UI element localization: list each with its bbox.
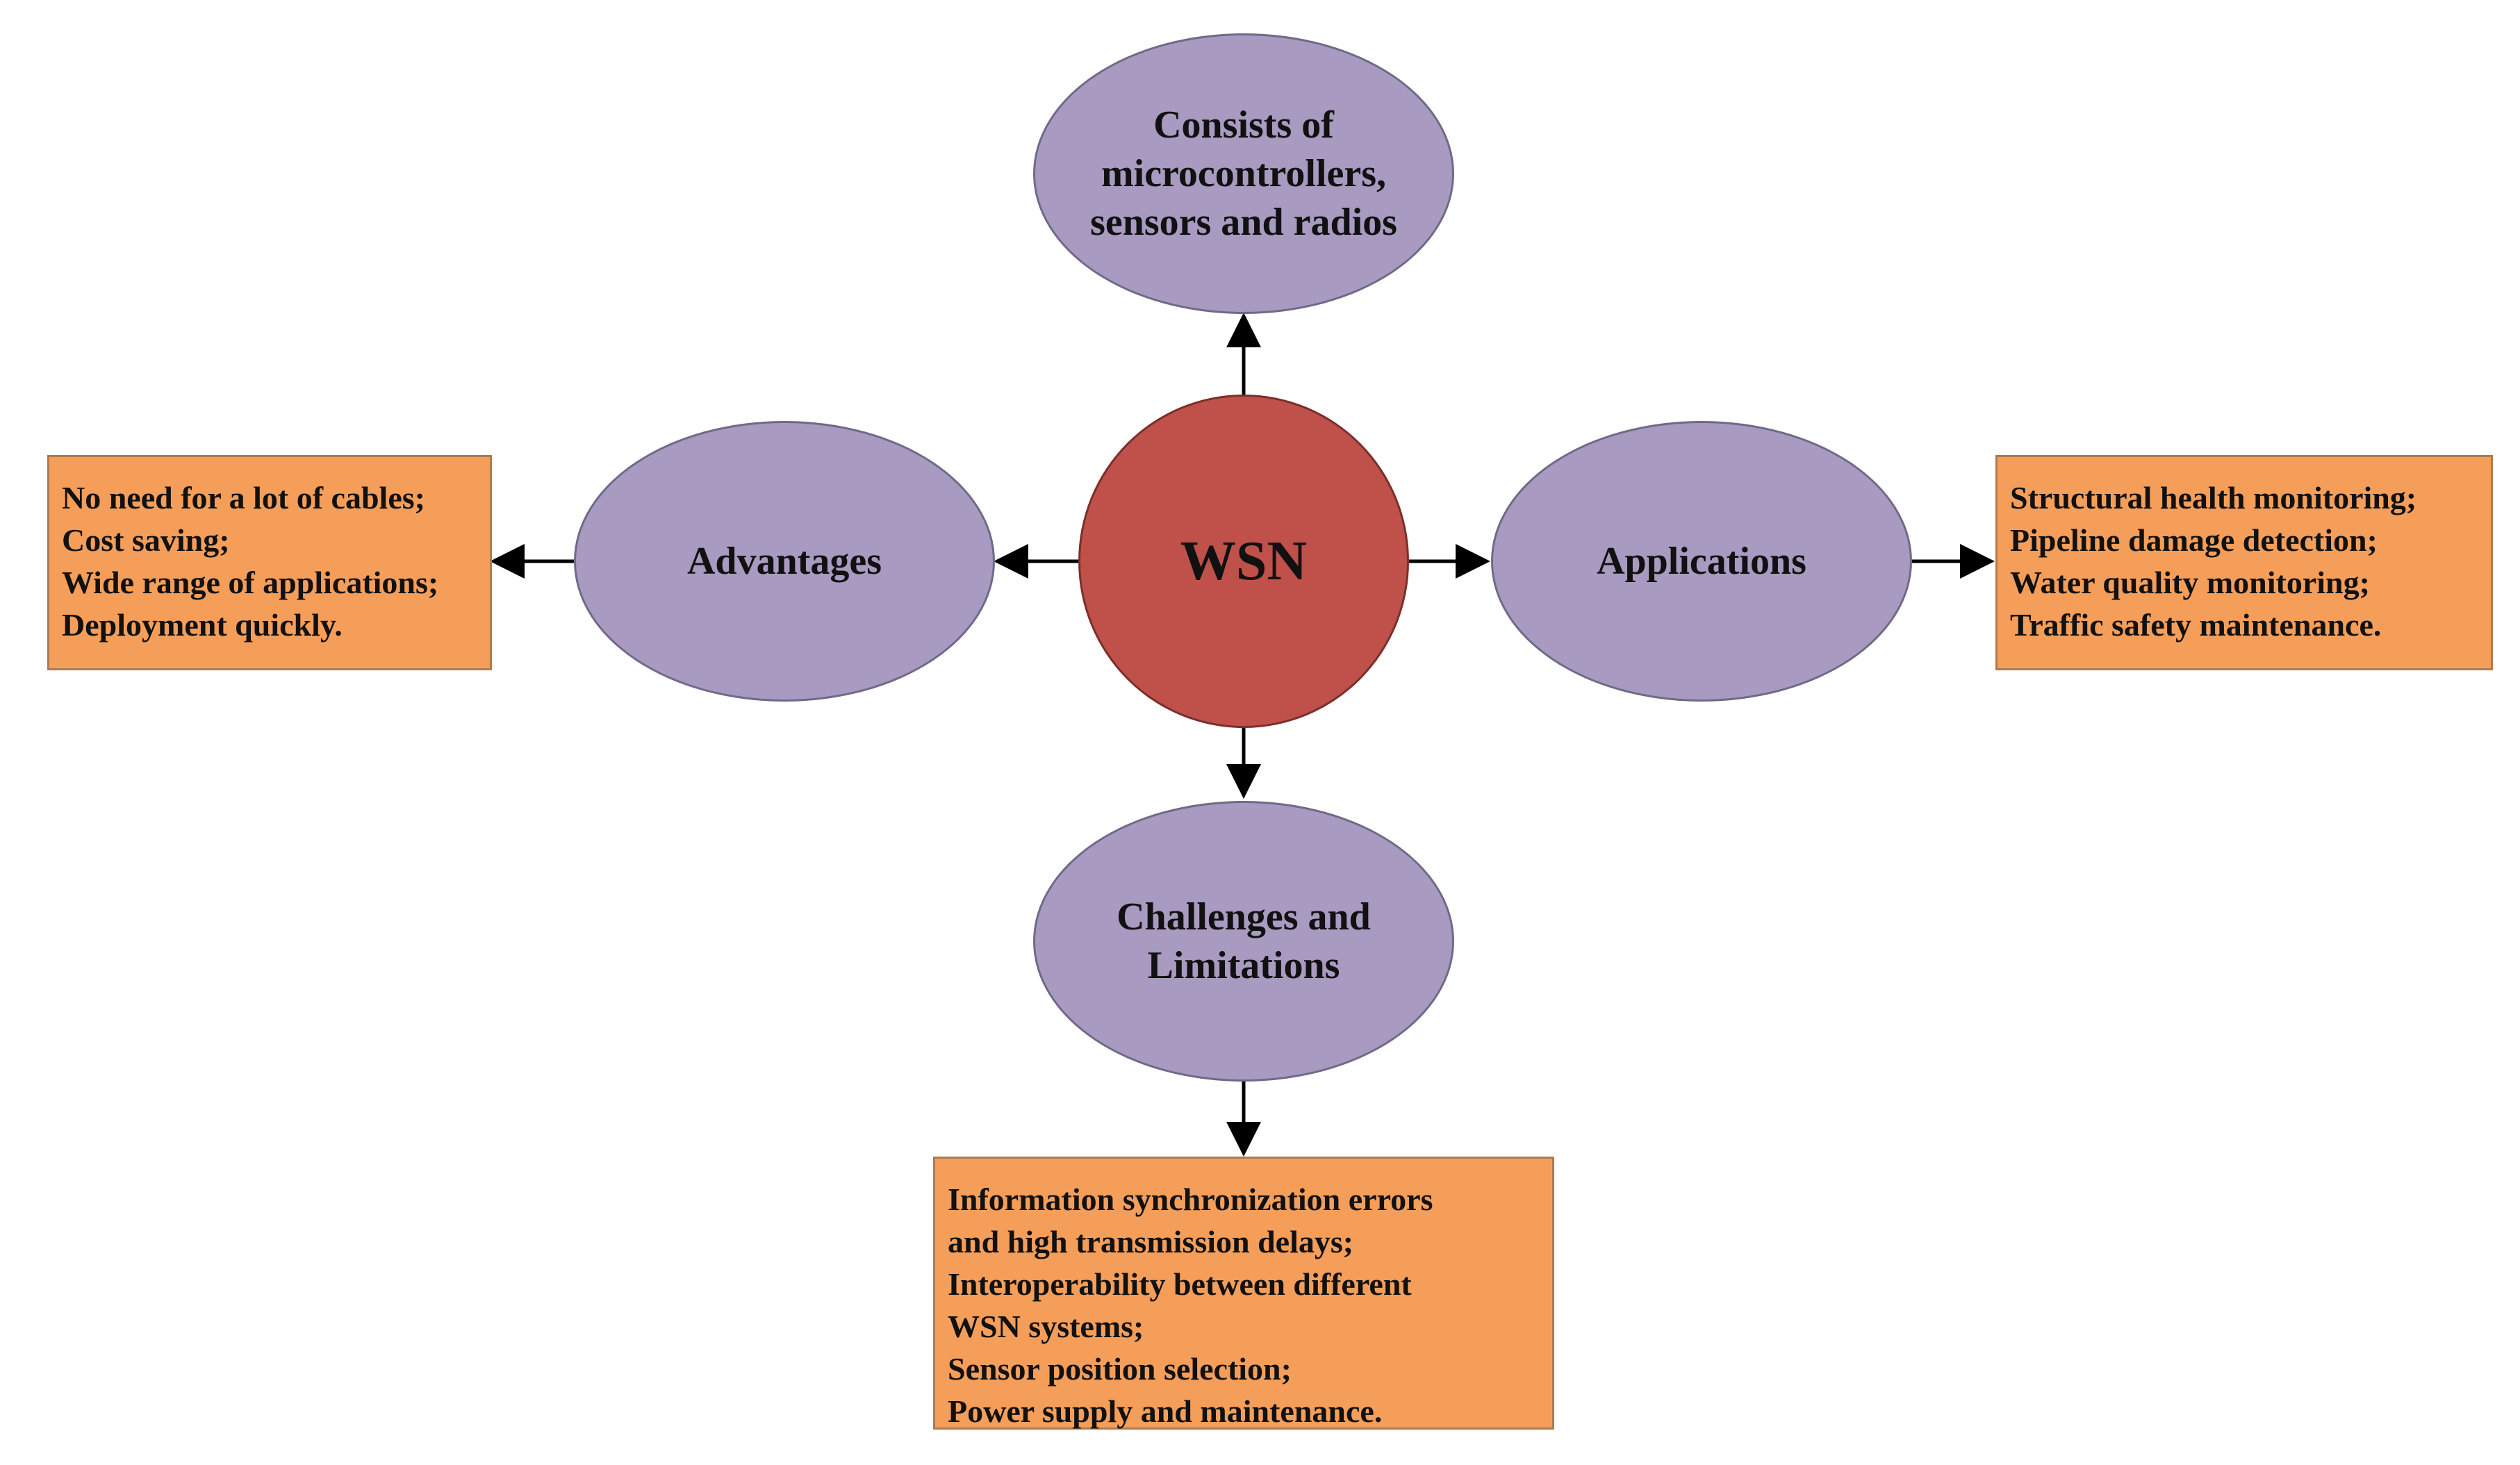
node-applications: Applications	[1491, 421, 1912, 702]
advantages-item: Cost saving;	[62, 522, 230, 558]
challenges-item: WSN systems;	[948, 1309, 1144, 1344]
wsn-center-circle: WSN	[1078, 395, 1409, 728]
node-challenges-limitations: Challenges and Limitations	[1033, 801, 1454, 1082]
node-top-line-1: Consists of	[1153, 104, 1334, 147]
node-top-line-3: sensors and radios	[1090, 201, 1397, 244]
advantages-box: No need for a lot of cables; Cost saving…	[47, 455, 492, 670]
challenges-item: and high transmission delays;	[948, 1224, 1354, 1259]
node-bottom-line-1: Challenges and	[1117, 895, 1371, 938]
advantages-item: Wide range of applications;	[62, 565, 439, 600]
node-left-label: Advantages	[686, 540, 882, 583]
advantages-item: No need for a lot of cables;	[62, 480, 425, 515]
applications-item: Pipeline damage detection;	[2010, 522, 2378, 558]
challenges-item: Power supply and maintenance.	[948, 1393, 1383, 1429]
challenges-item: Information synchronization errors	[948, 1182, 1433, 1217]
applications-item: Structural health monitoring;	[2010, 480, 2417, 515]
challenges-item: Sensor position selection;	[948, 1351, 1292, 1387]
applications-item: Water quality monitoring;	[2010, 565, 2370, 600]
node-advantages: Advantages	[574, 421, 995, 702]
advantages-item: Deployment quickly.	[62, 607, 343, 643]
node-bottom-line-2: Limitations	[1147, 944, 1340, 987]
wsn-center-label: WSN	[1180, 530, 1308, 592]
node-right-label: Applications	[1597, 540, 1806, 583]
applications-item: Traffic safety maintenance.	[2010, 607, 2382, 643]
applications-box: Structural health monitoring; Pipeline d…	[1995, 455, 2493, 670]
challenges-box: Information synchronization errors and h…	[933, 1157, 1554, 1430]
node-top-line-2: microcontrollers,	[1101, 152, 1387, 195]
node-consists-of: Consists of microcontrollers, sensors an…	[1033, 33, 1454, 314]
challenges-item: Interoperability between different	[948, 1266, 1412, 1302]
